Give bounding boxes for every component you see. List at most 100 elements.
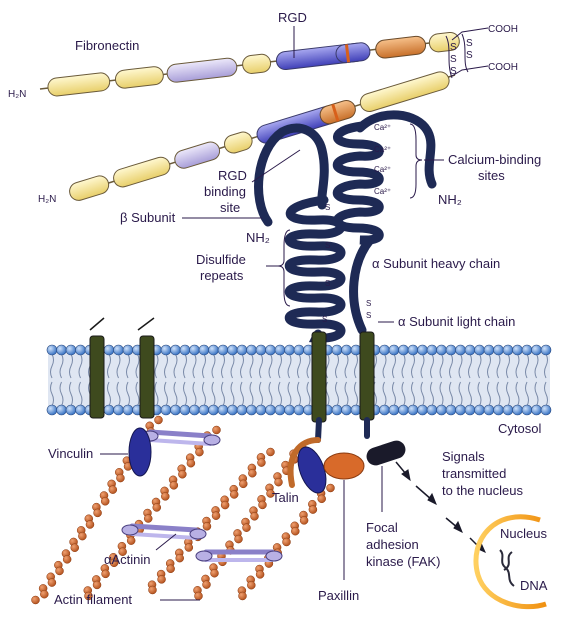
- actin-bead: [275, 478, 283, 486]
- cooh-label-bottom: COOH: [488, 62, 518, 73]
- actin-bead: [239, 592, 247, 600]
- s-label-beta-2: S: [325, 241, 330, 250]
- lipid-head: [446, 405, 456, 415]
- lipid-head: [522, 405, 532, 415]
- s-label-beta-4: S: [322, 315, 327, 324]
- lipid-head: [456, 345, 466, 355]
- signals-label-line2: transmitted: [442, 466, 506, 481]
- disulfide-s-5: S: [466, 50, 473, 61]
- actin-bead: [203, 522, 211, 530]
- lipid-head: [418, 405, 428, 415]
- actin-bead: [94, 509, 102, 517]
- lipid-head: [427, 405, 437, 415]
- actin-bead: [93, 581, 101, 589]
- lipid-head: [237, 345, 247, 355]
- s-label-alpha-1: S: [366, 299, 371, 308]
- ca-label-3: Ca²⁺: [374, 165, 391, 174]
- actin-bead: [203, 581, 211, 589]
- actin-bead: [239, 480, 247, 488]
- lipid-head: [532, 345, 542, 355]
- lipid-head: [114, 345, 124, 355]
- actin-bead: [48, 579, 56, 587]
- signals-label-line3: to the nucleus: [442, 483, 523, 498]
- signals-label-line1: Signals: [442, 449, 485, 464]
- dna-label: DNA: [520, 578, 548, 593]
- alpha-actinin-label: αActinin: [104, 552, 151, 567]
- nucleus-label: Nucleus: [500, 526, 547, 541]
- beta-subunit-label: β Subunit: [120, 210, 176, 225]
- actin-bead: [211, 569, 219, 577]
- rgd-binding-site-label-line2: binding: [204, 184, 246, 199]
- lipid-head: [76, 405, 86, 415]
- lipid-head: [237, 405, 247, 415]
- talin-label: Talin: [272, 490, 299, 505]
- lipid-head: [532, 405, 542, 415]
- actin-bead: [86, 521, 94, 529]
- rgd-binding-site-label-line3: site: [220, 200, 240, 215]
- actin-bead: [187, 459, 195, 467]
- lipid-head: [399, 405, 409, 415]
- lipid-head: [541, 405, 551, 415]
- actin-bead: [102, 570, 110, 578]
- lipid-head: [380, 405, 390, 415]
- actin-bead: [248, 469, 256, 477]
- lipid-head: [104, 345, 114, 355]
- actin-bead: [71, 544, 79, 552]
- actin-bead: [63, 555, 71, 563]
- lipid-head: [408, 405, 418, 415]
- lipid-head: [475, 345, 485, 355]
- actin-bead: [283, 538, 291, 546]
- lipid-head: [332, 345, 342, 355]
- lipid-head: [465, 345, 475, 355]
- lipid-head: [57, 405, 67, 415]
- lipid-head: [285, 345, 295, 355]
- lipid-head: [66, 405, 76, 415]
- lipid-head: [427, 345, 437, 355]
- actin-bead: [318, 495, 326, 503]
- disulfide-s-3: S: [450, 66, 457, 77]
- lipid-head: [465, 405, 475, 415]
- actin-bead: [161, 492, 169, 500]
- ca-label-4: Ca²⁺: [374, 187, 391, 196]
- s-label-beta-1: S: [325, 203, 330, 212]
- actin-bead: [78, 532, 86, 540]
- lipid-head: [408, 345, 418, 355]
- lipid-head: [275, 405, 285, 415]
- actin-bead: [300, 516, 308, 524]
- paxillin-label: Paxillin: [318, 588, 359, 603]
- lipid-head: [484, 345, 494, 355]
- cooh-label-top: COOH: [488, 24, 518, 35]
- actin-bead: [267, 448, 275, 456]
- lipid-head: [57, 345, 67, 355]
- membrane-anchor-left-2: [138, 318, 154, 418]
- disulfide-repeats-label-line1: Disulfide: [196, 252, 246, 267]
- actin-bead: [243, 524, 251, 532]
- lipid-head: [218, 345, 228, 355]
- lipid-head: [522, 345, 532, 355]
- actin-bead: [327, 484, 335, 492]
- lipid-head: [266, 405, 276, 415]
- lipid-head: [399, 345, 409, 355]
- lipid-head: [199, 345, 209, 355]
- lipid-head: [494, 405, 504, 415]
- lipid-head: [199, 405, 209, 415]
- lipid-head: [171, 345, 181, 355]
- lipid-head: [209, 345, 219, 355]
- ca-label-1: Ca²⁺: [374, 123, 391, 132]
- actin-bead: [178, 470, 186, 478]
- h2n-label-top: H₂N: [8, 89, 26, 100]
- alpha-nh2-label: NH₂: [438, 192, 462, 207]
- actin-bead: [56, 567, 64, 575]
- integrin-alpha-light-chain: [360, 332, 374, 436]
- actin-bead: [170, 481, 178, 489]
- membrane-anchor-left-1: [90, 318, 104, 418]
- ca-label-2: Ca²⁺: [374, 145, 391, 154]
- lipid-head: [266, 345, 276, 355]
- lipid-head: [256, 345, 266, 355]
- fak-protein: [364, 438, 408, 467]
- actin-bead: [309, 506, 317, 514]
- actin-bead: [153, 503, 161, 511]
- lipid-head: [484, 405, 494, 415]
- lipid-head: [503, 405, 513, 415]
